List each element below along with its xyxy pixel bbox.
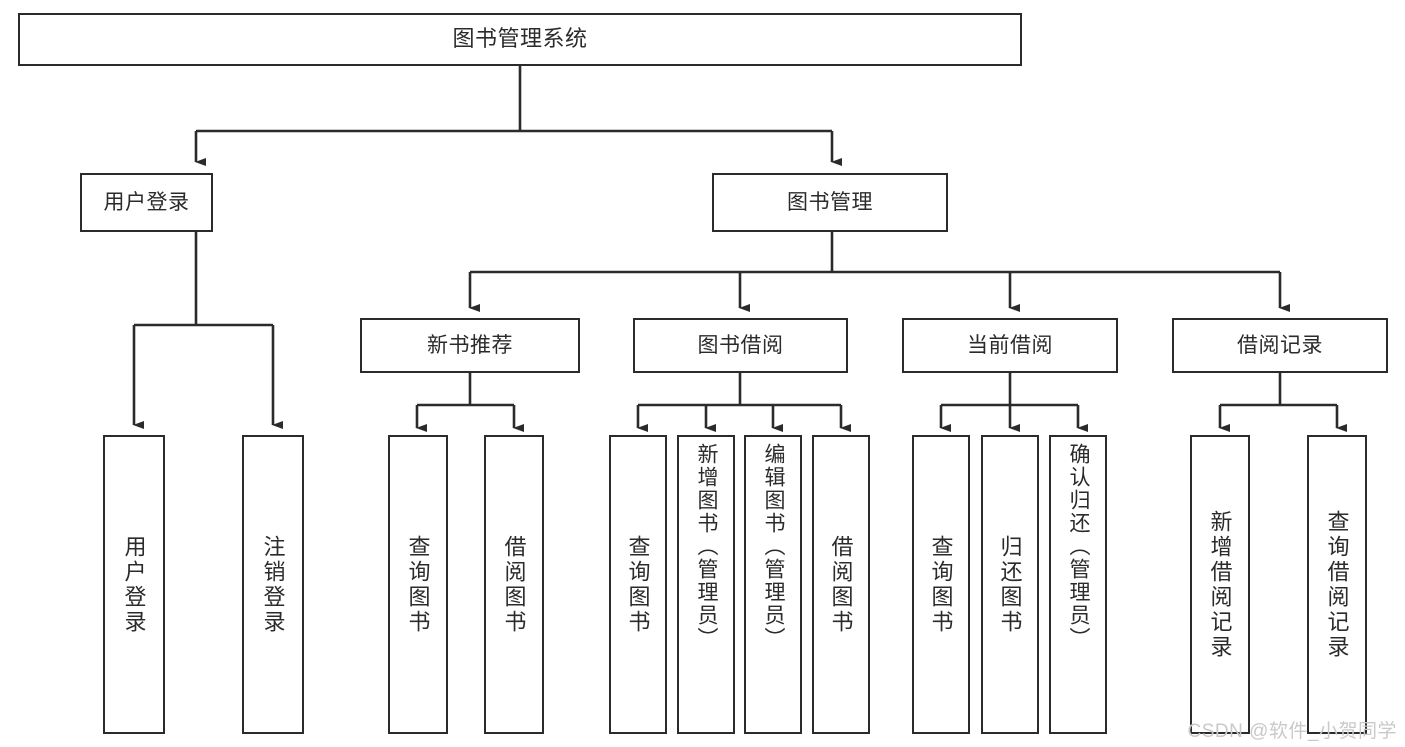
node-new-book-recommend[interactable]: 新书推荐 bbox=[360, 318, 580, 373]
node-user-login[interactable]: 用户登录 bbox=[80, 173, 213, 232]
node-borrow-record[interactable]: 借阅记录 bbox=[1172, 318, 1388, 373]
node-leaf-query-book-3-label: 查询图书 bbox=[928, 534, 954, 635]
node-leaf-add-record-label: 新增借阅记录 bbox=[1207, 509, 1233, 660]
node-root-label: 图书管理系统 bbox=[452, 26, 588, 52]
node-leaf-return-book[interactable]: 归还图书 bbox=[981, 435, 1039, 734]
node-leaf-user-login-label: 用户登录 bbox=[121, 534, 147, 635]
node-leaf-add-record[interactable]: 新增借阅记录 bbox=[1190, 435, 1250, 734]
node-book-manage-label: 图书管理 bbox=[787, 190, 873, 214]
node-new-book-recommend-label: 新书推荐 bbox=[427, 333, 513, 357]
node-current-borrow[interactable]: 当前借阅 bbox=[902, 318, 1118, 373]
node-leaf-edit-book-label: 编辑图书（管理员） bbox=[762, 443, 786, 650]
node-leaf-borrow-book-2-label: 借阅图书 bbox=[828, 534, 854, 635]
node-book-borrow[interactable]: 图书借阅 bbox=[633, 318, 848, 373]
node-book-manage[interactable]: 图书管理 bbox=[712, 173, 948, 232]
node-root[interactable]: 图书管理系统 bbox=[18, 13, 1022, 66]
node-leaf-return-book-label: 归还图书 bbox=[997, 534, 1023, 635]
node-leaf-confirm-return-label: 确认归还（管理员） bbox=[1067, 443, 1091, 650]
node-leaf-borrow-book-1-label: 借阅图书 bbox=[501, 534, 527, 635]
node-leaf-user-login[interactable]: 用户登录 bbox=[103, 435, 165, 734]
node-borrow-record-label: 借阅记录 bbox=[1237, 333, 1323, 357]
node-leaf-add-book[interactable]: 新增图书（管理员） bbox=[677, 435, 735, 734]
node-leaf-query-record-label: 查询借阅记录 bbox=[1324, 509, 1350, 660]
node-leaf-query-book-2[interactable]: 查询图书 bbox=[609, 435, 667, 734]
csdn-watermark: CSDN @软件_小贺同学 bbox=[1187, 721, 1397, 742]
node-leaf-user-logout[interactable]: 注销登录 bbox=[242, 435, 304, 734]
node-leaf-borrow-book-1[interactable]: 借阅图书 bbox=[484, 435, 544, 734]
node-leaf-query-book-1[interactable]: 查询图书 bbox=[388, 435, 448, 734]
node-book-borrow-label: 图书借阅 bbox=[697, 333, 784, 357]
node-leaf-query-book-2-label: 查询图书 bbox=[625, 534, 651, 635]
node-leaf-query-book-3[interactable]: 查询图书 bbox=[912, 435, 970, 734]
node-leaf-query-record[interactable]: 查询借阅记录 bbox=[1307, 435, 1367, 734]
node-leaf-add-book-label: 新增图书（管理员） bbox=[695, 443, 719, 650]
node-leaf-edit-book[interactable]: 编辑图书（管理员） bbox=[744, 435, 802, 734]
node-leaf-confirm-return[interactable]: 确认归还（管理员） bbox=[1049, 435, 1107, 734]
node-leaf-borrow-book-2[interactable]: 借阅图书 bbox=[812, 435, 870, 734]
node-user-login-label: 用户登录 bbox=[103, 190, 190, 214]
node-current-borrow-label: 当前借阅 bbox=[967, 333, 1053, 357]
node-leaf-user-logout-label: 注销登录 bbox=[260, 534, 286, 635]
node-leaf-query-book-1-label: 查询图书 bbox=[405, 534, 431, 635]
